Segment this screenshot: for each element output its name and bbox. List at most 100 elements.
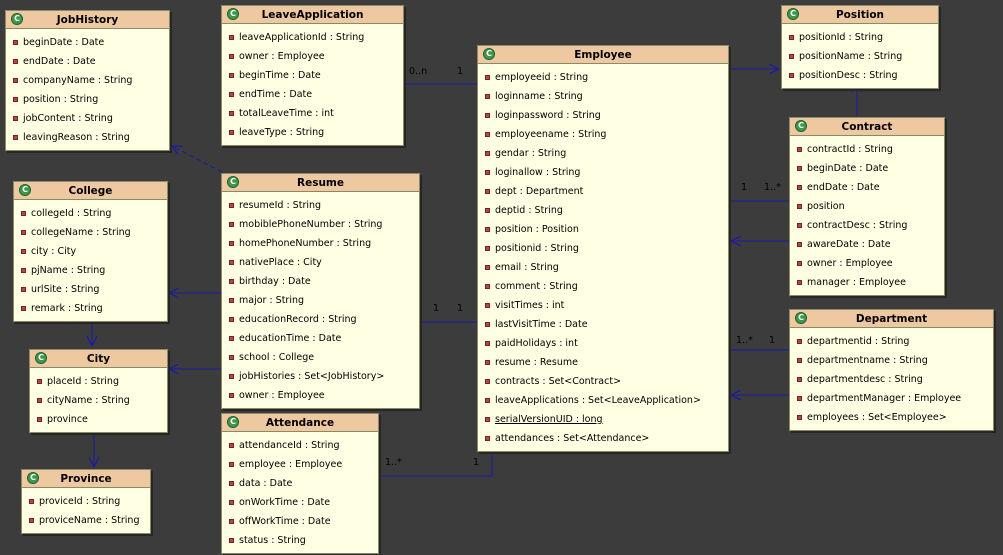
attribute-row[interactable]: paidHolidays : int bbox=[478, 334, 728, 353]
attribute-row[interactable]: school : College bbox=[222, 348, 419, 367]
attribute-row[interactable]: collegeId : String bbox=[14, 204, 167, 223]
attribute-row[interactable]: collegeName : String bbox=[14, 223, 167, 242]
attribute-row[interactable]: jobHistories : Set<JobHistory> bbox=[222, 367, 419, 386]
attribute-row[interactable]: departmentid : String bbox=[790, 332, 993, 351]
attribute-row[interactable]: homePhoneNumber : String bbox=[222, 234, 419, 253]
attribute-row[interactable]: status : String bbox=[222, 531, 378, 550]
attribute-row[interactable]: employees : Set<Employee> bbox=[790, 408, 993, 427]
attribute-row[interactable]: companyName : String bbox=[6, 71, 169, 90]
attribute-text: attendances : Set<Attendance> bbox=[495, 433, 650, 444]
attribute-row[interactable]: loginpassword : String bbox=[478, 106, 728, 125]
attribute-row[interactable]: province bbox=[30, 410, 167, 429]
attribute-row[interactable]: awareDate : Date bbox=[790, 235, 944, 254]
attribute-row[interactable]: employeeid : String bbox=[478, 68, 728, 87]
attribute-row[interactable]: beginDate : Date bbox=[790, 159, 944, 178]
attribute-row[interactable]: lastVisitTime : Date bbox=[478, 315, 728, 334]
attribute-row[interactable]: major : String bbox=[222, 291, 419, 310]
attribute-row[interactable]: departmentname : String bbox=[790, 351, 993, 370]
attribute-row[interactable]: serialVersionUID : long bbox=[478, 410, 728, 429]
attribute-row[interactable]: comment : String bbox=[478, 277, 728, 296]
attribute-row[interactable]: departmentdesc : String bbox=[790, 370, 993, 389]
attribute-row[interactable]: nativePlace : City bbox=[222, 253, 419, 272]
attribute-row[interactable]: positionId : String bbox=[782, 28, 938, 47]
attribute-row[interactable]: totalLeaveTime : int bbox=[222, 104, 403, 123]
multiplicity-resume-left: 1 bbox=[433, 303, 440, 314]
attribute-row[interactable]: beginDate : Date bbox=[6, 33, 169, 52]
attribute-row[interactable]: employeename : String bbox=[478, 125, 728, 144]
attribute-row[interactable]: leaveApplications : Set<LeaveApplication… bbox=[478, 391, 728, 410]
private-field-icon bbox=[21, 211, 26, 216]
attribute-row[interactable]: contracts : Set<Contract> bbox=[478, 372, 728, 391]
private-field-icon bbox=[485, 417, 490, 422]
attribute-row[interactable]: contractId : String bbox=[790, 140, 944, 159]
attribute-text: endDate : Date bbox=[23, 56, 96, 67]
attribute-row[interactable]: endTime : Date bbox=[222, 85, 403, 104]
attribute-row[interactable]: leavingReason : String bbox=[6, 128, 169, 147]
attribute-row[interactable]: visitTimes : int bbox=[478, 296, 728, 315]
attribute-row[interactable]: urlSite : String bbox=[14, 280, 167, 299]
attribute-row[interactable]: positionid : String bbox=[478, 239, 728, 258]
attribute-row[interactable]: beginTime : Date bbox=[222, 66, 403, 85]
private-field-icon bbox=[485, 265, 490, 270]
attribute-row[interactable]: position bbox=[790, 197, 944, 216]
attribute-row[interactable]: loginallow : String bbox=[478, 163, 728, 182]
private-field-icon bbox=[229, 260, 234, 265]
attribute-row[interactable]: offWorkTime : Date bbox=[222, 512, 378, 531]
attribute-row[interactable]: departmentManager : Employee bbox=[790, 389, 993, 408]
attribute-row[interactable]: deptid : String bbox=[478, 201, 728, 220]
attribute-row[interactable]: jobContent : String bbox=[6, 109, 169, 128]
attribute-row[interactable]: educationRecord : String bbox=[222, 310, 419, 329]
attribute-row[interactable]: resumeId : String bbox=[222, 196, 419, 215]
attribute-row[interactable]: educationTime : Date bbox=[222, 329, 419, 348]
attribute-row[interactable]: gendar : String bbox=[478, 144, 728, 163]
attribute-row[interactable]: contractDesc : String bbox=[790, 216, 944, 235]
attribute-row[interactable]: cityName : String bbox=[30, 391, 167, 410]
attribute-row[interactable]: owner : Employee bbox=[222, 386, 419, 405]
attribute-row[interactable]: onWorkTime : Date bbox=[222, 493, 378, 512]
attribute-text: position : String bbox=[23, 94, 99, 105]
attribute-row[interactable]: employee : Employee bbox=[222, 455, 378, 474]
attribute-row[interactable]: resume : Resume bbox=[478, 353, 728, 372]
attribute-row[interactable]: mobiblePhoneNumber : String bbox=[222, 215, 419, 234]
attribute-row[interactable]: placeId : String bbox=[30, 372, 167, 391]
attribute-row[interactable]: attendanceId : String bbox=[222, 436, 378, 455]
attribute-row[interactable]: owner : Employee bbox=[790, 254, 944, 273]
attribute-row[interactable]: endDate : Date bbox=[6, 52, 169, 71]
attribute-row[interactable]: owner : Employee bbox=[222, 47, 403, 66]
attribute-row[interactable]: birthday : Date bbox=[222, 272, 419, 291]
attribute-row[interactable]: data : Date bbox=[222, 474, 378, 493]
attribute-row[interactable]: pjName : String bbox=[14, 261, 167, 280]
attribute-row[interactable]: manager : Employee bbox=[790, 273, 944, 292]
attribute-row[interactable]: proviceId : String bbox=[22, 492, 150, 511]
attribute-row[interactable]: proviceName : String bbox=[22, 511, 150, 530]
attribute-row[interactable]: leaveType : String bbox=[222, 123, 403, 142]
attribute-row[interactable]: positionDesc : String bbox=[782, 66, 938, 85]
attribute-row[interactable]: remark : String bbox=[14, 299, 167, 318]
attribute-row[interactable]: email : String bbox=[478, 258, 728, 277]
attribute-row[interactable]: city : City bbox=[14, 242, 167, 261]
attribute-row[interactable]: leaveApplicationId : String bbox=[222, 28, 403, 47]
attribute-row[interactable]: endDate : Date bbox=[790, 178, 944, 197]
attribute-text: urlSite : String bbox=[31, 284, 100, 295]
attribute-row[interactable]: positionName : String bbox=[782, 47, 938, 66]
attribute-row[interactable]: loginname : String bbox=[478, 87, 728, 106]
private-field-icon bbox=[797, 377, 802, 382]
attribute-row[interactable]: dept : Department bbox=[478, 182, 728, 201]
attribute-row[interactable]: position : Position bbox=[478, 220, 728, 239]
attribute-row[interactable]: position : String bbox=[6, 90, 169, 109]
attribute-row[interactable]: attendances : Set<Attendance> bbox=[478, 429, 728, 448]
